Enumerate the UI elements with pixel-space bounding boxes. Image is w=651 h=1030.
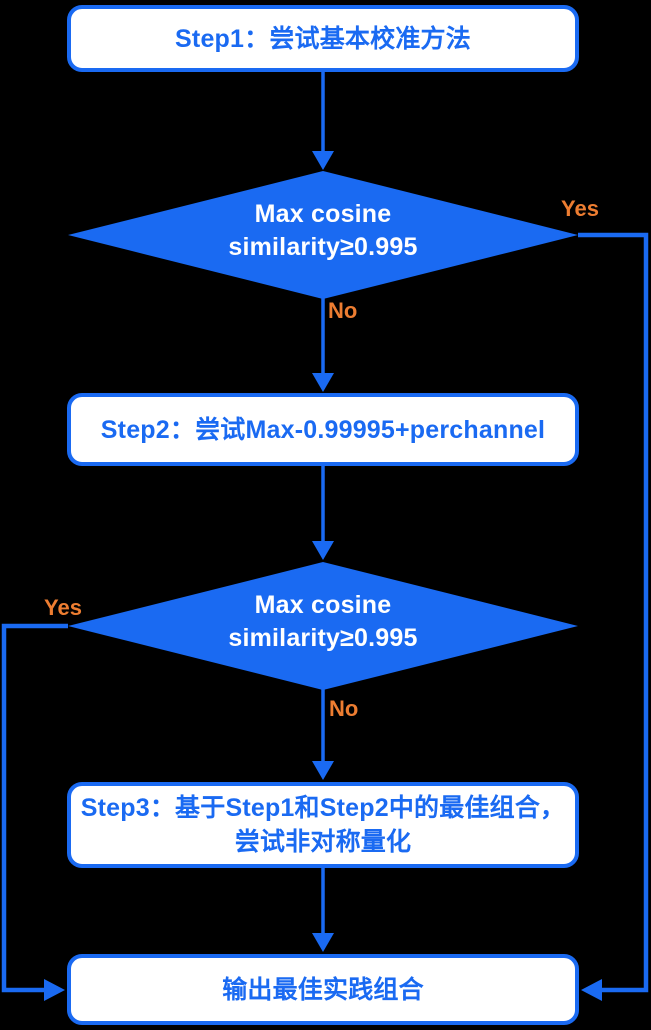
node-output: 输出最佳实践组合: [67, 954, 579, 1025]
node-decision1-label: Max cosine similarity≥0.995: [67, 198, 579, 264]
decision1-no-label: No: [328, 298, 358, 323]
node-output-label: 输出最佳实践组合: [222, 975, 424, 1004]
arrowhead-down-step2: [312, 373, 334, 392]
arrowhead-right-output: [44, 979, 65, 1001]
arrowhead-down-step3: [312, 761, 334, 780]
decision2-yes-label: Yes: [44, 595, 82, 620]
arrowhead-down-decision2: [312, 541, 334, 560]
node-decision2-label-line1: Max cosine: [254, 591, 392, 619]
node-step1: Step1：尝试基本校准方法: [67, 5, 579, 72]
node-step3: Step3：基于Step1和Step2中的最佳组合， 尝试非对称量化: [67, 782, 579, 868]
decision1-yes-label: Yes: [561, 196, 599, 221]
arrowhead-left-output: [581, 979, 602, 1001]
node-decision1-label-line1: Max cosine: [254, 200, 392, 228]
decision1-diamond-shape: [68, 171, 578, 299]
connector-decision2-yes-route: [1, 623, 68, 993]
node-decision2-label: Max cosine similarity≥0.995: [67, 589, 579, 655]
node-decision1-label-line2: similarity≥0.995: [228, 233, 418, 261]
node-step3-label-line1: Step3：基于Step1和Step2中的最佳组合，: [80, 794, 566, 822]
decision2-diamond-shape: [68, 562, 578, 690]
node-step1-label: Step1：尝试基本校准方法: [175, 24, 471, 53]
decision2-no-label: No: [329, 696, 359, 721]
connector-decision1-yes-route: [578, 232, 649, 993]
arrowhead-down-decision1: [312, 151, 334, 170]
node-step2: Step2：尝试Max-0.99995+perchannel: [67, 393, 579, 466]
node-step2-label: Step2：尝试Max-0.99995+perchannel: [100, 415, 546, 444]
node-decision2-label-line2: similarity≥0.995: [228, 624, 418, 652]
arrowhead-down-output: [312, 933, 334, 952]
node-step3-label-line2: 尝试非对称量化: [234, 828, 412, 856]
